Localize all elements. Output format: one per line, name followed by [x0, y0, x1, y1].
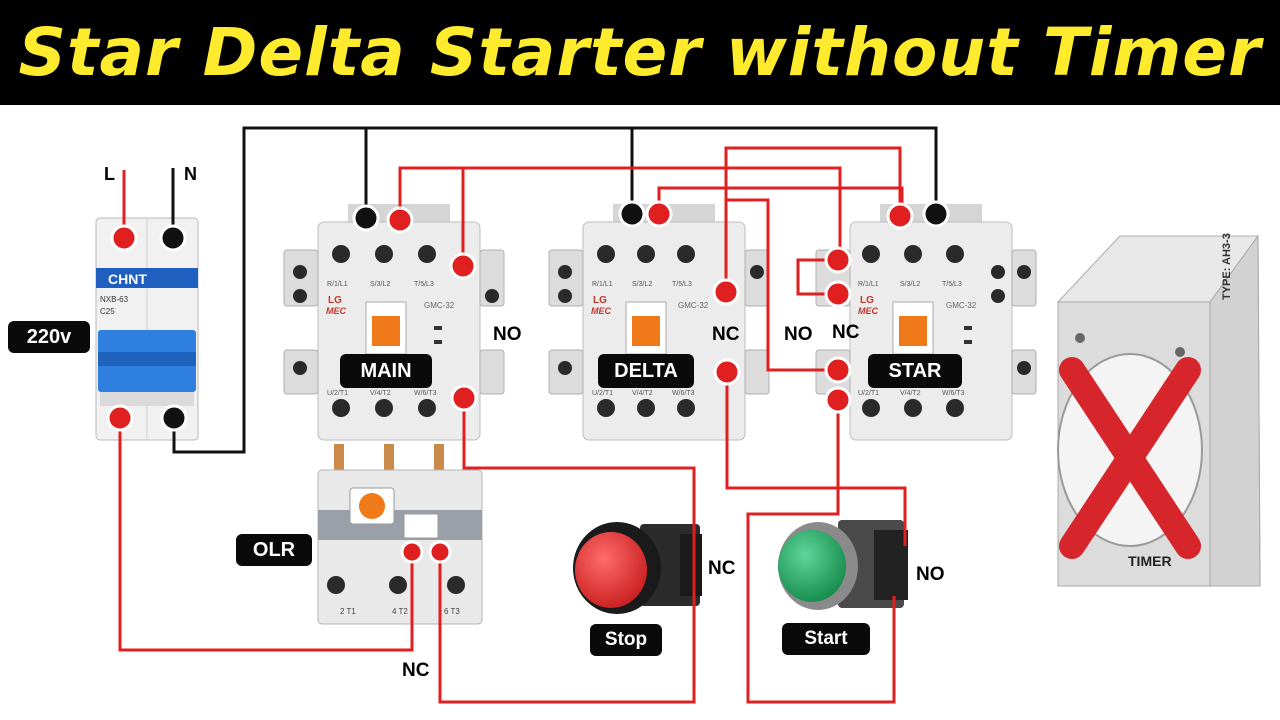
- olr-terminal-3: 6 T3: [444, 607, 460, 616]
- mcb-brand: CHNT: [108, 271, 147, 287]
- star-terminal-3: T/5/L3: [942, 281, 962, 288]
- star-terminal-4: U/2/T1: [858, 390, 879, 397]
- main-terminal-1: R/1/L1: [327, 281, 348, 288]
- page-title: Star Delta Starter without Timer: [18, 14, 1262, 91]
- start-push-button[interactable]: [778, 520, 908, 610]
- delta-armature: [632, 316, 660, 346]
- stop-push-button[interactable]: [573, 522, 702, 614]
- delta-terminal-6: W/6/T3: [672, 390, 695, 397]
- main-aux-contact-label: NO: [493, 324, 522, 345]
- main-terminal-6: W/6/T3: [414, 390, 437, 397]
- stop-contact-label: NC: [708, 558, 736, 579]
- voltage-label: 220v: [8, 321, 90, 353]
- start-button-cap: [778, 530, 846, 602]
- mcb-model: NXB-63: [100, 295, 129, 304]
- star-terminal-6: W/6/T3: [942, 390, 965, 397]
- star-terminal-1: R/1/L1: [858, 281, 879, 288]
- main-brand-sub: MEC: [326, 306, 347, 316]
- star-model: GMC-32: [946, 301, 977, 310]
- star-brand-sub: MEC: [858, 306, 879, 316]
- timer-type-label: TYPE: AH3-3: [1221, 233, 1233, 300]
- contactor-star: R/1/L1 S/3/L2 T/5/L3 U/2/T1 V/4/T2 W/6/T…: [815, 204, 1037, 441]
- delta-model: GMC-32: [678, 301, 709, 310]
- mcb-rating: C25: [100, 307, 115, 316]
- star-brand: LG: [860, 295, 874, 306]
- phase-wires: [118, 146, 907, 704]
- main-contactor-label: MAIN: [340, 354, 432, 388]
- olr-terminal-2: 4 T2: [392, 607, 408, 616]
- star-armature: [899, 316, 927, 346]
- star-contactor-label: STAR: [868, 354, 962, 388]
- line-label: L: [104, 164, 115, 184]
- main-terminal-2: S/3/L2: [370, 281, 390, 288]
- olr-contact-label: NC: [402, 660, 430, 681]
- olr-label: OLR: [236, 534, 312, 566]
- mcb-breaker: CHNT NXB-63 C25: [95, 217, 199, 441]
- star-terminal-5: V/4/T2: [900, 390, 921, 397]
- delta-aux-contact-label: NC: [712, 324, 740, 345]
- star-aux-no-label: NO: [784, 324, 813, 345]
- timer-name: TIMER: [1128, 553, 1172, 569]
- star-terminal-2: S/3/L2: [900, 281, 920, 288]
- olr-terminal-1: 2 T1: [340, 607, 356, 616]
- stop-button-label: Stop: [590, 624, 662, 656]
- delta-contactor-label: DELTA: [598, 354, 694, 388]
- delta-terminal-5: V/4/T2: [632, 390, 653, 397]
- stop-button-cap: [575, 532, 647, 608]
- delta-brand-sub: MEC: [591, 306, 612, 316]
- star-aux-nc-label: NC: [832, 322, 860, 343]
- main-brand: LG: [328, 295, 342, 306]
- start-contact-label: NO: [916, 564, 945, 585]
- terminal-dots-black: [159, 200, 950, 432]
- title-bar: Star Delta Starter without Timer: [0, 0, 1280, 105]
- neutral-wires: [171, 126, 938, 454]
- delta-terminal-2: S/3/L2: [632, 281, 652, 288]
- neutral-label: N: [184, 164, 197, 184]
- main-armature: [372, 316, 400, 346]
- delta-terminal-3: T/5/L3: [672, 281, 692, 288]
- main-model: GMC-32: [424, 301, 455, 310]
- contactor-delta: R/1/L1 S/3/L2 T/5/L3 U/2/T1 V/4/T2 W/6/T…: [548, 204, 770, 441]
- start-button-label: Start: [782, 623, 870, 655]
- delta-brand: LG: [593, 295, 607, 306]
- main-terminal-4: U/2/T1: [327, 390, 348, 397]
- main-terminal-5: V/4/T2: [370, 390, 391, 397]
- main-terminal-3: T/5/L3: [414, 281, 434, 288]
- overload-relay: 2 T1 4 T2 6 T3: [317, 444, 483, 625]
- delta-terminal-1: R/1/L1: [592, 281, 613, 288]
- terminal-dots-red: [106, 200, 914, 564]
- delta-terminal-4: U/2/T1: [592, 390, 613, 397]
- timer-relay: TYPE: AH3-3 TIMER: [1056, 233, 1261, 587]
- cross-out-mark: [1059, 357, 1201, 559]
